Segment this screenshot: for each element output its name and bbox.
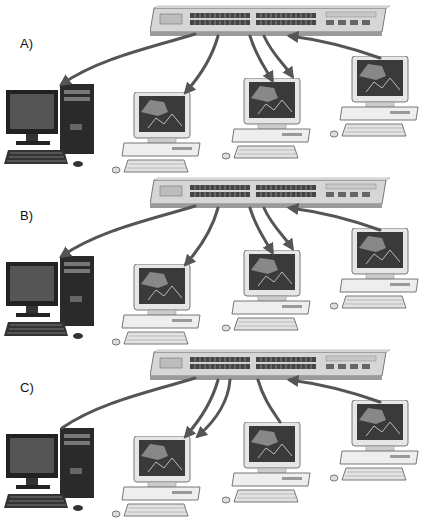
panel-label: B) [20,208,33,223]
panel-label: C) [20,380,34,395]
panel-label: A) [20,36,33,51]
